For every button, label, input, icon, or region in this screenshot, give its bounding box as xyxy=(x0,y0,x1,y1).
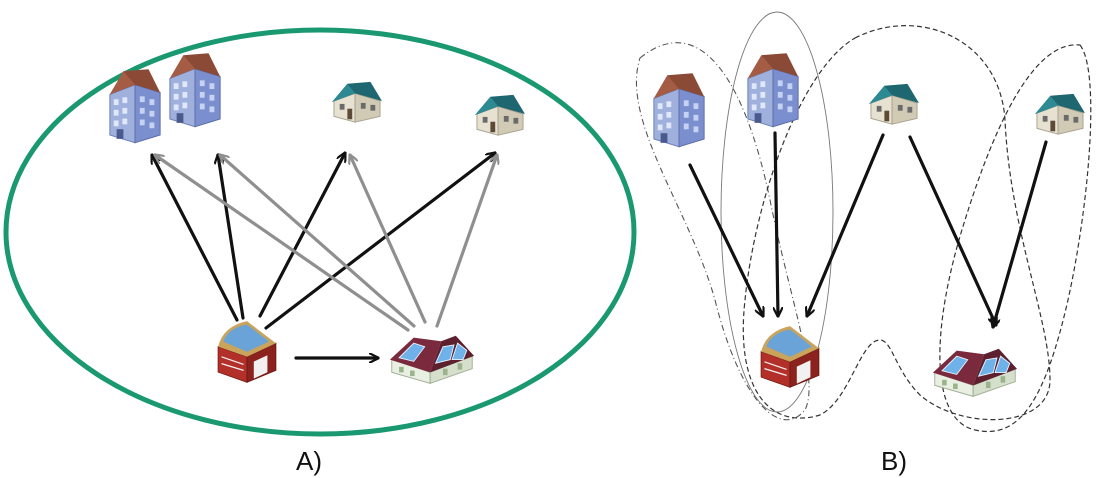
flow-arrow xyxy=(258,153,347,318)
energy-flow-edges xyxy=(688,131,1048,327)
small-house-icon xyxy=(868,83,920,125)
grouping-outline xyxy=(635,42,810,421)
apartment-icon xyxy=(747,52,799,128)
grouping-outline xyxy=(742,25,1051,421)
barn-icon xyxy=(760,325,820,389)
panel-a-label: A) xyxy=(296,446,322,476)
flow-arrow xyxy=(908,135,996,325)
solar-house-icon xyxy=(932,348,1018,397)
flow-arrow xyxy=(155,155,410,332)
small-house-icon xyxy=(1034,93,1086,135)
flow-arrow xyxy=(688,163,763,316)
flow-arrow xyxy=(150,155,239,322)
flow-arrow xyxy=(218,155,245,320)
pair-groupings xyxy=(635,11,1092,432)
flow-arrow xyxy=(220,155,416,328)
solar-house-icon xyxy=(389,335,475,384)
panel-b xyxy=(635,11,1092,432)
flow-arrow xyxy=(775,131,778,318)
flow-arrow xyxy=(435,155,497,328)
barn-icon xyxy=(217,320,277,384)
community-boundary xyxy=(3,27,637,437)
flow-arrow xyxy=(350,155,427,324)
energy-flow-edges xyxy=(150,153,497,358)
flow-arrow xyxy=(264,153,495,330)
flow-arrow xyxy=(807,133,885,316)
small-house-icon xyxy=(331,81,383,123)
panel-b-label: B) xyxy=(881,446,907,476)
grouping-outline xyxy=(939,44,1092,432)
apartment-icon xyxy=(169,52,221,128)
small-house-icon xyxy=(474,94,526,136)
apartment-icon xyxy=(653,72,705,148)
flow-arrow xyxy=(993,140,1048,327)
panel-a xyxy=(3,27,637,437)
building-nodes xyxy=(109,52,526,384)
